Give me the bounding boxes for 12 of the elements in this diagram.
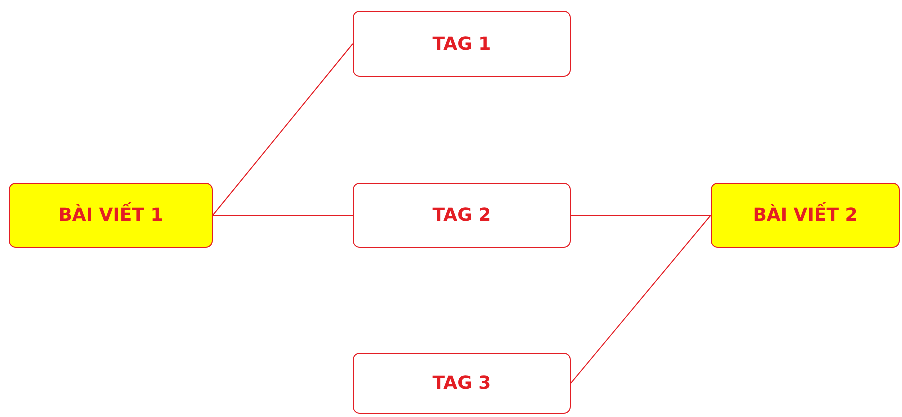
tag-box	[353, 11, 571, 77]
node-label: TAG 1	[432, 34, 492, 54]
node-label: TAG 3	[432, 373, 492, 394]
connector-line	[212, 215, 354, 216]
connector-line	[570, 215, 712, 384]
connector-line	[570, 215, 712, 216]
tag-box	[353, 353, 571, 414]
post-box	[9, 183, 213, 248]
node-label: TAG 2	[432, 205, 492, 226]
tag-box	[353, 183, 571, 248]
post-box	[711, 183, 900, 248]
connector-line	[212, 44, 354, 216]
